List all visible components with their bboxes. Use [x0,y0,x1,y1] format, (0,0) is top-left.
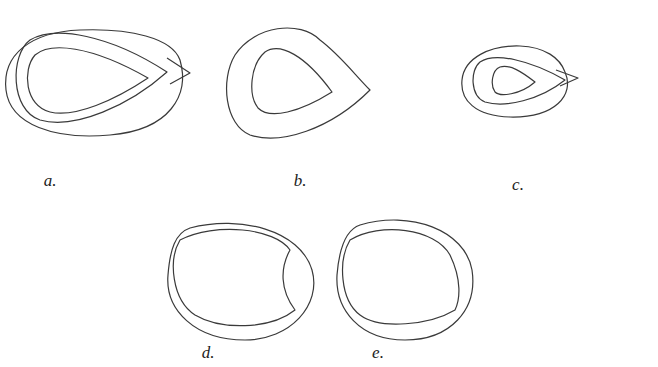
figure-label-slot: b. [294,172,307,191]
outer-contour [337,220,473,340]
middle-loop [16,33,167,122]
middle-loop [473,58,565,104]
figure-e [337,220,473,340]
tip-spike [167,58,190,84]
figure-c [462,46,578,117]
inner-loop [173,229,295,325]
figure-d [168,223,314,340]
outer-contour [462,46,568,117]
figure-letter: e. [372,343,384,362]
inner-loop [252,49,332,114]
figure-a [6,30,190,136]
figure-label-slot: e. [372,344,384,363]
tip-spike [556,70,578,86]
inner-loop [492,66,535,94]
figure-b [227,28,370,138]
outer-contour [6,30,183,136]
figure-letter: d. [202,343,215,362]
figure-label-slot: a. [44,172,57,191]
figure-label-slot: d. [202,344,215,363]
figure-label-slot: c. [512,176,524,195]
figure-letter: b. [294,171,307,190]
inner-loop [27,48,148,113]
inner-loop [343,230,459,324]
figure-letter: c. [512,175,524,194]
outer-contour [168,223,314,340]
figure-letter: a. [44,171,57,190]
outer-contour [227,28,370,138]
